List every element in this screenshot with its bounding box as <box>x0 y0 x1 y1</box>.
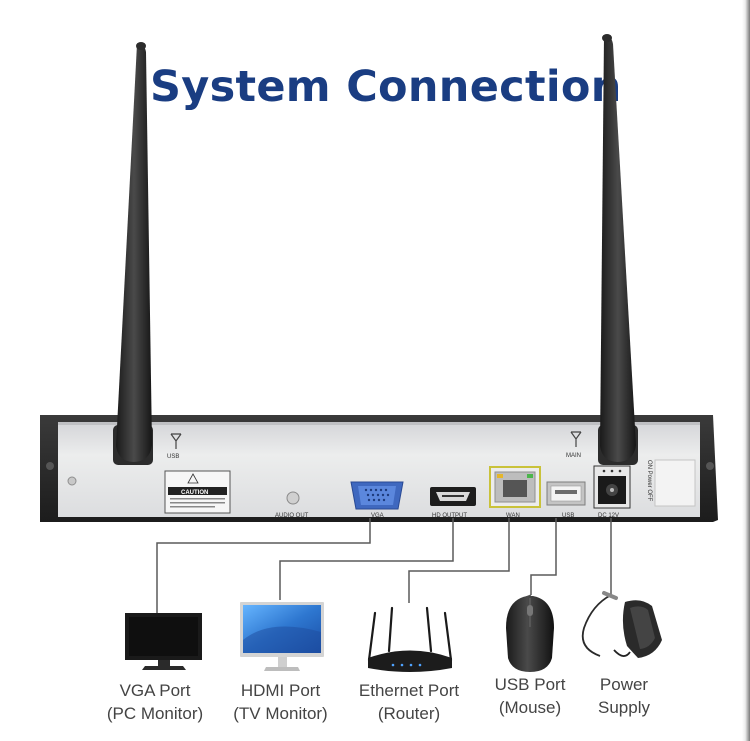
antenna-left-label: USB <box>167 454 179 460</box>
dc-power-label: DC 12V <box>598 513 619 519</box>
power-supply-peripheral-label: Power Supply <box>580 673 668 719</box>
power-switch-sticker <box>654 459 696 507</box>
peripheral-label-line1: HDMI Port <box>240 681 321 700</box>
power-switch-label: ON Power OFF <box>646 460 652 502</box>
peripheral-label-line2: Supply <box>598 698 650 717</box>
pc-monitor-icon <box>125 613 202 670</box>
ethernet-port-peripheral-label: Ethernet Port (Router) <box>344 679 474 725</box>
antenna-right-label: MAIN <box>566 453 581 459</box>
vga-port-label: VGA <box>371 513 384 519</box>
dc-power-port <box>593 465 631 509</box>
vga-port-peripheral-label: VGA Port (PC Monitor) <box>90 679 220 725</box>
peripheral-label-line2: (Mouse) <box>498 698 562 717</box>
usb-port <box>546 481 586 506</box>
peripheral-label-line2: (PC Monitor) <box>106 704 204 723</box>
hdmi-port <box>430 487 476 506</box>
peripheral-label-line2: (Router) <box>377 704 441 723</box>
router-icon <box>367 606 453 662</box>
caution-label: CAUTION <box>181 490 208 496</box>
hdmi-port-label: HD OUTPUT <box>432 513 467 519</box>
peripheral-label-line1: Ethernet Port <box>358 681 460 700</box>
peripheral-label-line1: VGA Port <box>119 681 191 700</box>
antenna-icon <box>600 34 636 463</box>
vga-port <box>350 481 404 510</box>
screen-edge-shadow <box>742 0 750 741</box>
usb-port-peripheral-label: USB Port (Mouse) <box>480 673 580 719</box>
audio-out-label: AUDIO OUT <box>275 513 309 519</box>
connection-lines <box>156 518 612 613</box>
antenna-icon <box>116 42 152 463</box>
antenna-symbol-left <box>170 433 182 449</box>
wan-port-label: WAN <box>506 513 520 519</box>
router-body <box>368 650 452 672</box>
caution-label-icon: CAUTION <box>164 470 231 514</box>
audio-out-port <box>286 491 300 505</box>
tv-monitor-icon <box>240 602 324 671</box>
page-title: System Connection <box>150 62 622 112</box>
peripheral-label-line2: (TV Monitor) <box>233 704 328 723</box>
antenna-symbol-right <box>570 431 582 447</box>
power-adapter-icon <box>581 591 662 658</box>
wan-port <box>489 466 541 508</box>
peripheral-label-line1: USB Port <box>494 675 566 694</box>
hdmi-port-peripheral-label: HDMI Port (TV Monitor) <box>218 679 343 725</box>
peripheral-label-line1: Power <box>599 675 649 694</box>
usb-port-label: USB <box>562 513 574 519</box>
mouse-icon <box>506 594 554 672</box>
